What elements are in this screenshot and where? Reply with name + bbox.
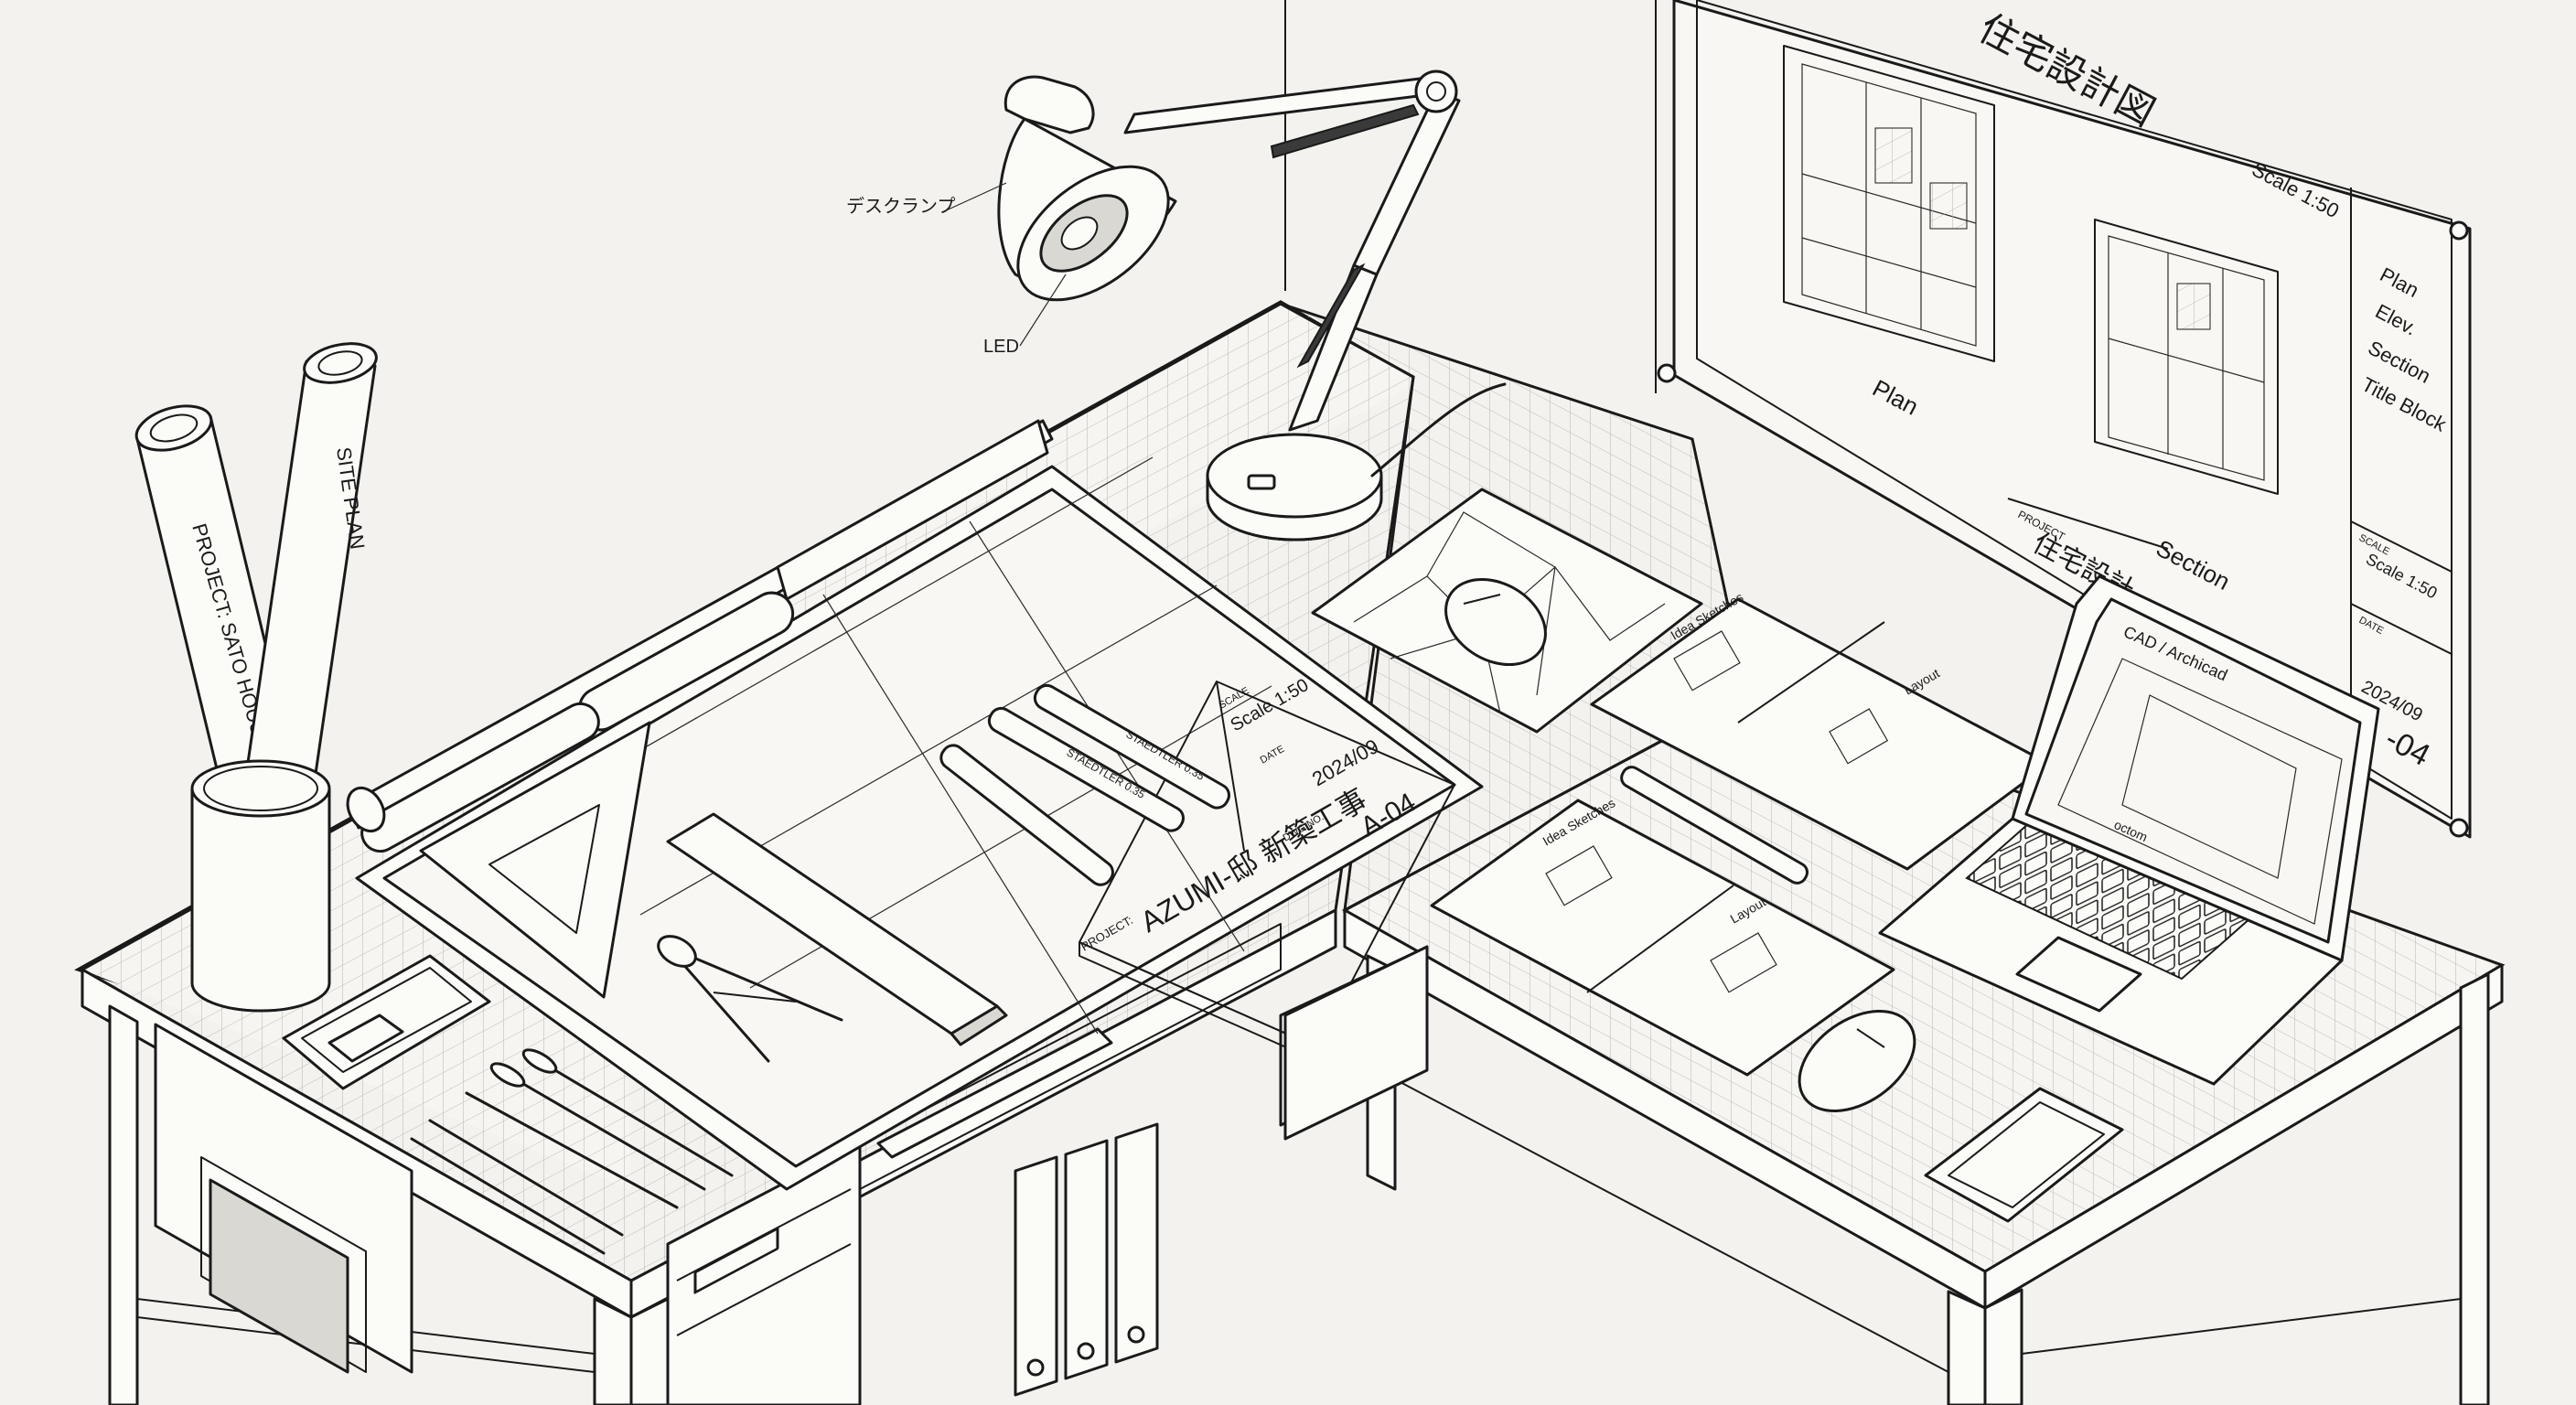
triangle-ruler bbox=[419, 721, 651, 999]
desk-lamp bbox=[997, 70, 1507, 542]
parallel-ruler bbox=[346, 419, 1054, 853]
lamp-labels: デスクランプ LED bbox=[846, 182, 1067, 357]
scale-ruler bbox=[666, 812, 1008, 1046]
mouse-pad bbox=[1311, 488, 1703, 734]
brushes-and-pencils bbox=[410, 1048, 734, 1255]
led-label: LED bbox=[983, 337, 1019, 357]
desk-mouse bbox=[1798, 1009, 1916, 1113]
upper-sketch-page2-title: Layout bbox=[1902, 666, 1942, 698]
wall-blueprint-sheet: 住宅設計図 Scale 1:50 Plan Section PROJECT 住宅… bbox=[1657, 0, 2472, 839]
pen-3 bbox=[939, 744, 1114, 886]
drawing-compass bbox=[657, 935, 843, 1063]
right-drawer bbox=[1283, 945, 1429, 1141]
technical-pens: STAEDTLER 0.35 STAEDTLER 0.35 bbox=[939, 683, 1230, 886]
section-drawing bbox=[2094, 219, 2279, 495]
sketchbook-lower: Idea Sketches Layout bbox=[1430, 766, 1895, 1077]
pen-cup bbox=[190, 759, 331, 1013]
smartphone bbox=[1924, 1087, 2124, 1223]
desk-lamp-label: デスクランプ bbox=[846, 196, 955, 217]
eraser-tray bbox=[282, 954, 491, 1090]
laptop: CAD / Archicad octom bbox=[1878, 574, 2380, 1086]
floor-plan-drawing bbox=[1783, 45, 1995, 362]
blueprint-tubes: PROJECT: SATO HOUSE SITE PLAN bbox=[134, 342, 378, 839]
